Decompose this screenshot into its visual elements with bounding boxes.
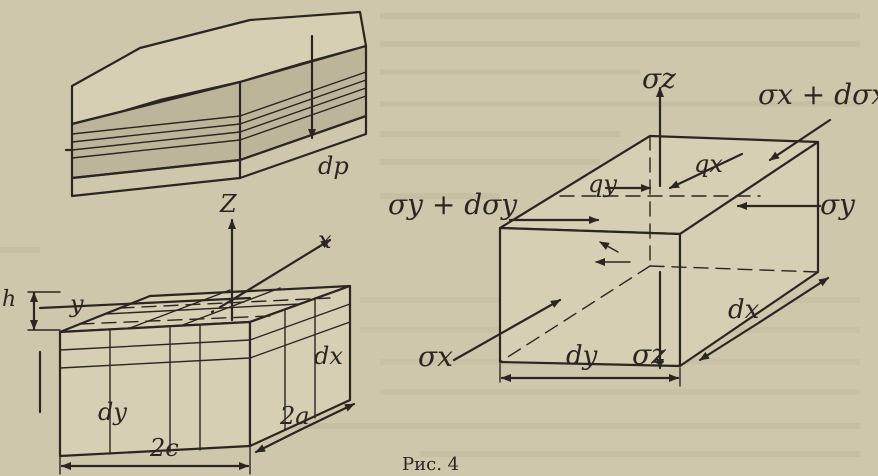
label-qx: qx <box>694 150 723 178</box>
label-sigma-x-plus-dsigma-x: σx + dσx <box>758 78 878 111</box>
element-block <box>27 218 356 475</box>
label-y-axis: y <box>69 290 84 318</box>
figure-caption: Рис. 4 <box>402 454 459 475</box>
laminated-plate <box>64 10 368 198</box>
label-dy-right: dy <box>566 341 598 371</box>
label-z-axis: Z <box>219 190 238 218</box>
label-sigma-z-top: σz <box>642 62 676 95</box>
label-sigma-z-bottom: σz <box>632 338 666 371</box>
label-dp: dp <box>318 152 349 180</box>
label-dx-left: dx <box>314 342 343 370</box>
label-2c: 2c <box>149 434 179 462</box>
label-sigma-y-plus-dsigma-y: σy + dσy <box>388 188 518 221</box>
label-sigma-y: σy <box>820 188 856 221</box>
label-qy: qy <box>588 170 617 198</box>
label-x-axis: x <box>318 226 332 254</box>
label-h: h <box>2 287 16 312</box>
stress-element <box>452 86 832 387</box>
background-text-lines <box>0 13 860 457</box>
label-2a: 2a <box>279 402 310 430</box>
label-dy-left: dy <box>98 398 127 426</box>
label-sigma-x: σx <box>418 340 453 373</box>
label-dx-right: dx <box>728 295 760 325</box>
